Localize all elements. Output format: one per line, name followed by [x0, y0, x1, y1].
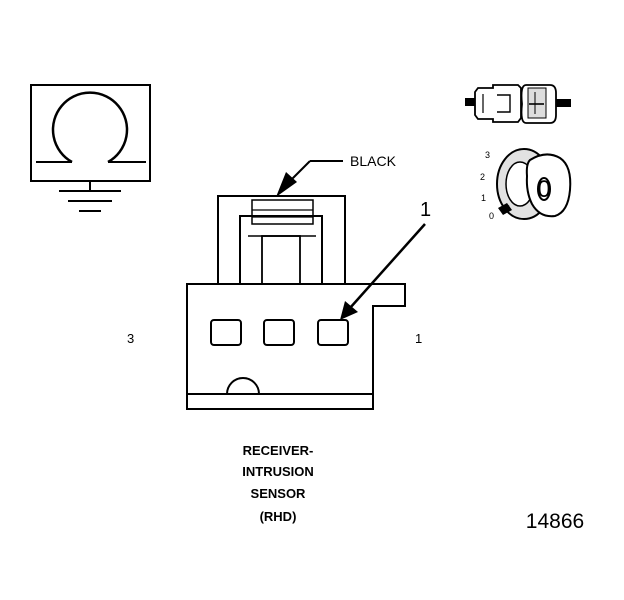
pin-label-right: 1: [415, 331, 422, 346]
ignition-key-icon: [496, 148, 572, 220]
terminal-cavity-1: [317, 319, 349, 346]
component-name: RECEIVER- INTRUSION SENSOR (RHD): [242, 443, 314, 524]
key-face-glyph: 0: [537, 176, 550, 203]
wire-leader-arrow: [276, 160, 343, 197]
component-name-line-2: INTRUSION: [242, 464, 314, 479]
key-position-1: 1: [481, 193, 486, 203]
terminal-cavity-3: [210, 319, 242, 346]
component-name-line-1: RECEIVER-: [243, 443, 314, 458]
wire-color-label: BLACK: [350, 153, 397, 169]
key-position-3: 3: [485, 150, 490, 160]
terminal-cavity-2: [263, 319, 295, 346]
figure-number: 14866: [526, 510, 584, 533]
component-name-line-4: (RHD): [260, 509, 297, 524]
callout-number: 1: [420, 199, 431, 221]
connector-body: [186, 195, 406, 410]
callout-arrow: [340, 223, 426, 320]
ground-symbol-icon: [30, 84, 151, 212]
key-position-0: 0: [489, 211, 494, 221]
component-name-line-3: SENSOR: [251, 486, 307, 501]
connector-halves-icon: [465, 84, 571, 124]
key-position-2: 2: [480, 172, 485, 182]
pin-label-left: 3: [127, 331, 134, 346]
